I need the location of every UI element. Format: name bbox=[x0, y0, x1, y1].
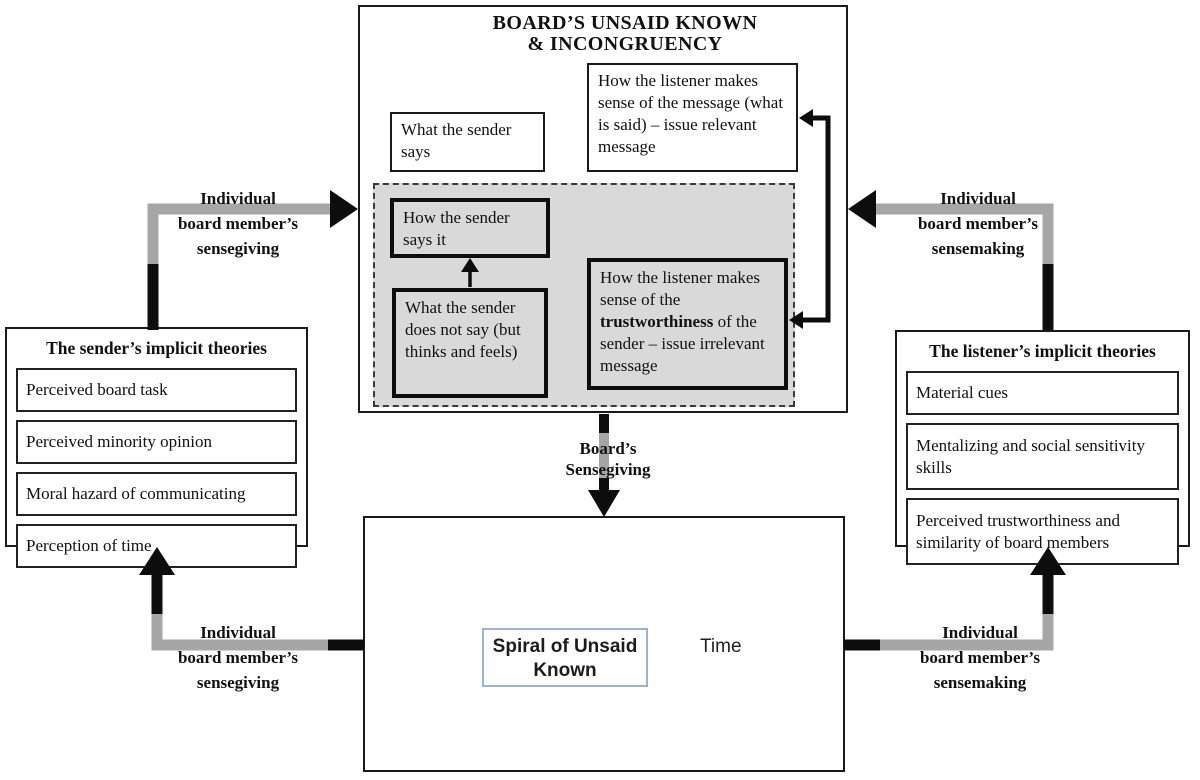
trust-text-prefix: How the listener makes sense of the bbox=[600, 268, 761, 310]
trust-text-suffix: of the sender – issue irrelevant message bbox=[600, 312, 765, 376]
listener-message-box: How the listener makes sense of the mess… bbox=[587, 63, 798, 172]
how-sender-says-box: How the sender says it bbox=[390, 198, 550, 258]
listener-implicit-theories-panel: The listener’s implicit theories Materia… bbox=[895, 330, 1190, 565]
label-line: sensegiving bbox=[196, 239, 280, 258]
bottom-left-sensegiving-label: Individual board member’s sensegiving bbox=[138, 620, 338, 695]
label-line: Individual bbox=[200, 189, 276, 208]
top-right-sensemaking-label: Individual board member’s sensemaking bbox=[878, 186, 1078, 261]
what-sender-says-box: What the sender says bbox=[390, 112, 545, 172]
list-item: Moral hazard of communicating bbox=[16, 472, 297, 516]
label-line: Individual bbox=[940, 189, 1016, 208]
label-line: board member’s bbox=[917, 214, 1039, 233]
label-line: Sensegiving bbox=[565, 460, 651, 479]
list-item: Mentalizing and social sensitivity skill… bbox=[906, 423, 1179, 490]
top-left-sensegiving-label: Individual board member’s sensegiving bbox=[138, 186, 338, 261]
list-item: Perception of time bbox=[16, 524, 297, 568]
label-line: Board’s bbox=[579, 439, 637, 458]
diagram-title-line2: & INCONGRUENCY bbox=[527, 33, 723, 55]
sender-not-say-box: What the sender does not say (but thinks… bbox=[392, 288, 548, 398]
label-line: board member’s bbox=[919, 648, 1041, 667]
label-line: Individual bbox=[200, 623, 276, 642]
boards-sensegiving-label: Board’s Sensegiving bbox=[528, 438, 688, 480]
sender-implicit-theories-panel: The sender’s implicit theories Perceived… bbox=[5, 327, 308, 568]
label-line: Individual bbox=[942, 623, 1018, 642]
list-item: Perceived minority opinion bbox=[16, 420, 297, 464]
diagram-title: BOARD’S UNSAID KNOWN & INCONGRUENCY bbox=[380, 13, 870, 55]
time-label: Time bbox=[700, 636, 742, 657]
sender-panel-title: The sender’s implicit theories bbox=[46, 338, 267, 358]
spiral-of-unsaid-known-label: Spiral of Unsaid Known bbox=[482, 628, 648, 687]
listener-trustworthiness-box: How the listener makes sense of the trus… bbox=[587, 258, 788, 390]
list-item: Material cues bbox=[906, 371, 1179, 415]
list-item: Perceived board task bbox=[16, 368, 297, 412]
label-line: board member’s bbox=[177, 214, 299, 233]
label-line: sensegiving bbox=[196, 673, 280, 692]
list-item: Perceived trustworthiness and similarity… bbox=[906, 498, 1179, 565]
trust-text-bold: trustworthiness bbox=[600, 312, 714, 332]
label-line: board member’s bbox=[177, 648, 299, 667]
bottom-right-sensemaking-label: Individual board member’s sensemaking bbox=[880, 620, 1080, 695]
diagram-title-line1: BOARD’S UNSAID KNOWN bbox=[492, 12, 758, 34]
label-line: sensemaking bbox=[933, 673, 1027, 692]
listener-panel-title: The listener’s implicit theories bbox=[929, 341, 1156, 361]
label-line: sensemaking bbox=[931, 239, 1025, 258]
